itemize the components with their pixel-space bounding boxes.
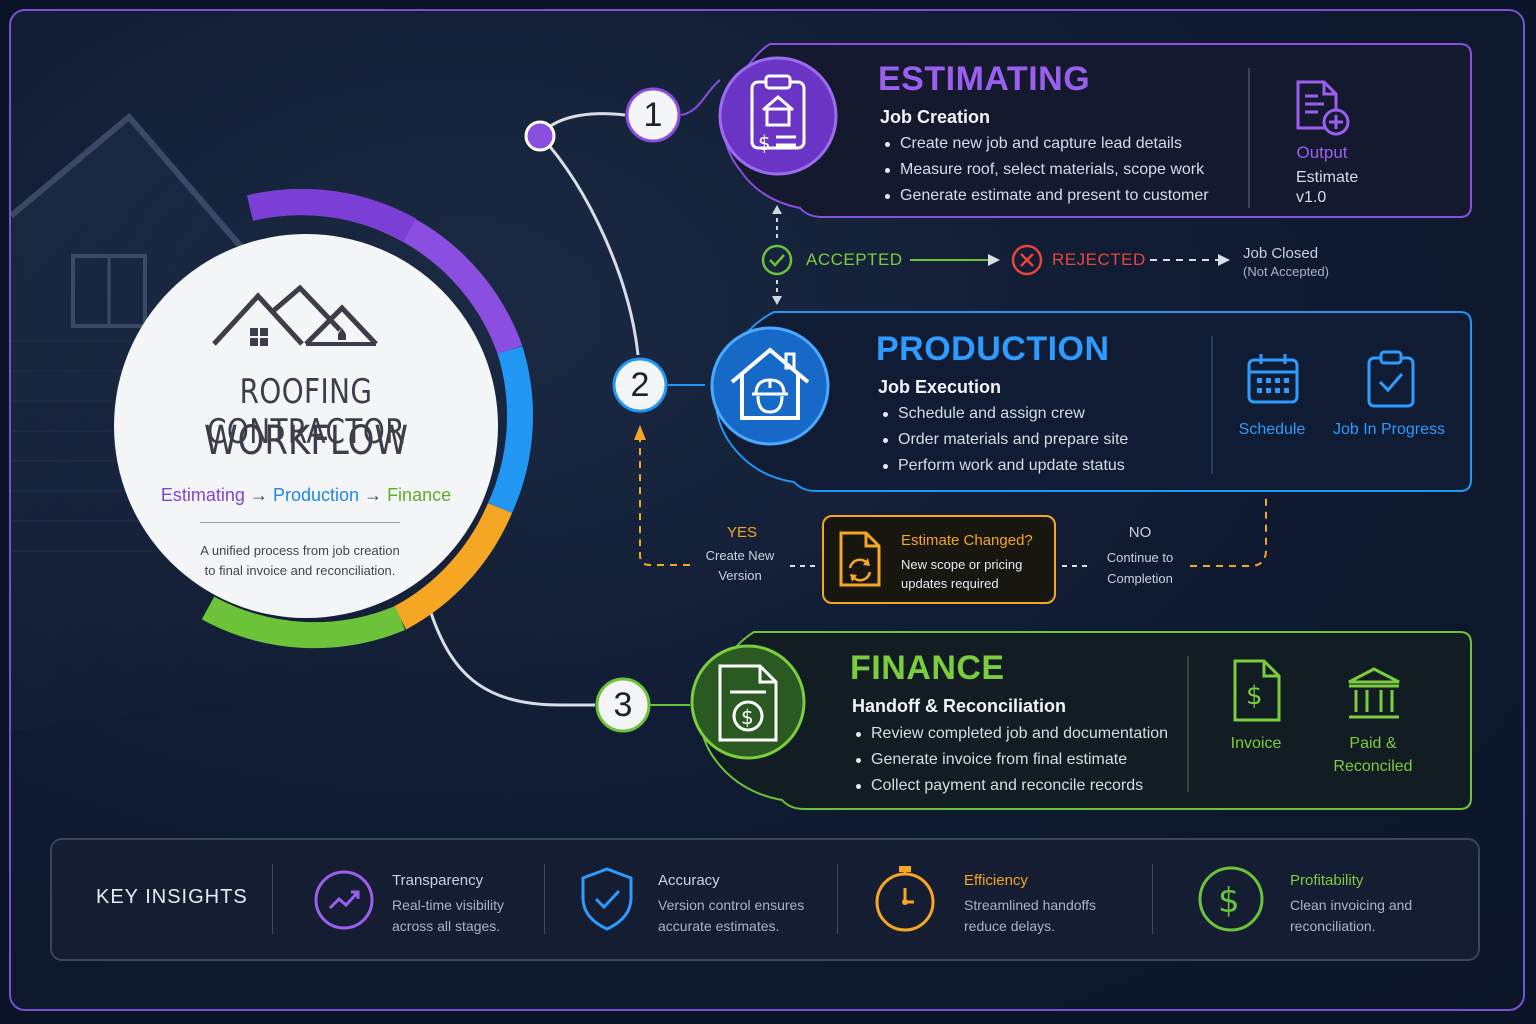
divider <box>837 864 838 934</box>
hero-flow-estimating: Estimating <box>160 485 245 505</box>
production-stage-icon <box>710 326 830 446</box>
trend-up-icon <box>314 870 374 930</box>
hero-title-line2: WORKFLOW <box>204 418 408 464</box>
hero-flow-finance: Finance <box>387 485 452 505</box>
production-title: PRODUCTION <box>876 330 1110 368</box>
list-item: Collect payment and reconcile records <box>853 773 1168 799</box>
schedule-label: Schedule <box>1238 421 1306 438</box>
hero-title-line1: ROOFING CONTRACTOR <box>206 372 406 452</box>
job-in-progress-label: Job In Progress <box>1332 421 1446 438</box>
shield-check-icon <box>581 867 633 931</box>
document-add-icon <box>1296 80 1350 136</box>
insight-desc-line1: Clean invoicing and <box>1290 897 1413 913</box>
insight-desc-line1: Real-time visibility <box>392 897 505 913</box>
dollar-icon: $ <box>1198 866 1264 932</box>
hero-flow-arrow: → <box>364 485 383 505</box>
list-item: Generate invoice from final estimate <box>853 747 1168 773</box>
estimating-subtitle: Job Creation <box>880 107 991 127</box>
estimate-changed-desc-line1: New scope or pricing <box>901 557 1023 572</box>
insight-desc-line2: across all stages. <box>392 918 501 934</box>
list-item: Generate estimate and present to custome… <box>882 183 1209 209</box>
yes-label: YES <box>726 524 757 541</box>
no-desc-line2: Completion <box>1107 571 1173 586</box>
invoice-icon: $ <box>1233 659 1281 722</box>
flow-start-dot <box>524 120 556 152</box>
hero-description: A unified process from job creation to f… <box>200 543 400 578</box>
estimate-changed-title: Estimate Changed? <box>901 532 1033 549</box>
step-1-number: 1 <box>643 96 663 134</box>
no-desc-line1: Continue to <box>1106 550 1174 565</box>
svg-text:$: $ <box>758 131 771 155</box>
paid-label-line2: Reconciled <box>1333 758 1413 775</box>
step-3-badge <box>595 677 651 733</box>
divider <box>544 864 545 934</box>
accepted-label: ACCEPTED <box>806 250 903 269</box>
roof-logo-icon <box>212 284 378 346</box>
divider <box>272 864 273 934</box>
insight-title: Transparency <box>392 872 484 889</box>
hero-divider <box>200 522 400 523</box>
output-value-line1: Estimate <box>1296 169 1359 186</box>
rejected-label: REJECTED <box>1052 250 1146 269</box>
insight-desc-line2: accurate estimates. <box>658 918 780 934</box>
bank-icon <box>1348 667 1400 719</box>
insight-desc-line2: reconciliation. <box>1290 918 1376 934</box>
svg-text:$: $ <box>1218 881 1240 921</box>
estimating-bullets: Create new job and capture lead details … <box>882 131 1209 209</box>
insight-title: Efficiency <box>964 872 1028 889</box>
key-insights-heading: KEY INSIGHTS <box>96 886 248 908</box>
insight-title: Accuracy <box>658 872 720 889</box>
finance-stage-icon: $ <box>690 644 806 760</box>
list-item: Schedule and assign crew <box>880 401 1128 427</box>
hero-flow-summary: Estimating → Production → Finance <box>118 485 494 506</box>
finance-title: FINANCE <box>850 649 1005 687</box>
no-label: NO <box>1128 524 1152 541</box>
svg-text:$: $ <box>741 705 754 729</box>
insight-desc-line1: Version control ensures <box>658 897 805 913</box>
insight-desc-line2: reduce delays. <box>964 918 1056 934</box>
list-item: Create new job and capture lead details <box>882 131 1209 157</box>
output-value-line2: v1.0 <box>1296 189 1327 206</box>
clipboard-check-icon <box>1367 350 1415 408</box>
finance-subtitle: Handoff & Reconciliation <box>852 696 1067 716</box>
production-bullets: Schedule and assign crew Order materials… <box>880 401 1128 479</box>
svg-text:$: $ <box>1246 681 1263 711</box>
list-item: Order materials and prepare site <box>880 427 1128 453</box>
finance-bullets: Review completed job and documentation G… <box>853 721 1168 799</box>
job-closed-note: (Not Accepted) <box>1243 264 1329 279</box>
calendar-icon <box>1247 354 1299 404</box>
step-3-number: 3 <box>613 686 633 724</box>
step-2-number: 2 <box>630 366 650 404</box>
document-refresh-icon <box>839 531 881 587</box>
yes-desc-line1: Create New <box>705 548 775 563</box>
list-item: Measure roof, select materials, scope wo… <box>882 157 1209 183</box>
step-2-badge <box>612 357 668 413</box>
step-1-badge <box>625 87 681 143</box>
list-item: Perform work and update status <box>880 453 1128 479</box>
check-circle-icon <box>761 244 793 276</box>
job-closed-label: Job Closed <box>1243 245 1319 262</box>
estimating-title: ESTIMATING <box>878 60 1091 98</box>
key-insights-panel <box>50 838 1480 961</box>
list-item: Review completed job and documentation <box>853 721 1168 747</box>
hero-flow-production: Production <box>272 485 360 505</box>
paid-label-line1: Paid & <box>1349 735 1397 752</box>
estimating-stage-icon: $ <box>718 56 838 176</box>
insight-title: Profitability <box>1290 872 1364 889</box>
stopwatch-icon <box>875 866 935 932</box>
estimate-changed-desc-line2: updates required <box>901 576 999 591</box>
output-label: Output <box>1296 143 1348 162</box>
production-subtitle: Job Execution <box>878 377 1002 397</box>
yes-desc-line2: Version <box>718 568 762 583</box>
x-circle-icon <box>1011 244 1043 276</box>
hero-flow-arrow: → <box>249 485 268 505</box>
insight-desc-line1: Streamlined handoffs <box>964 897 1097 913</box>
divider <box>1152 864 1153 934</box>
invoice-label: Invoice <box>1230 735 1282 752</box>
